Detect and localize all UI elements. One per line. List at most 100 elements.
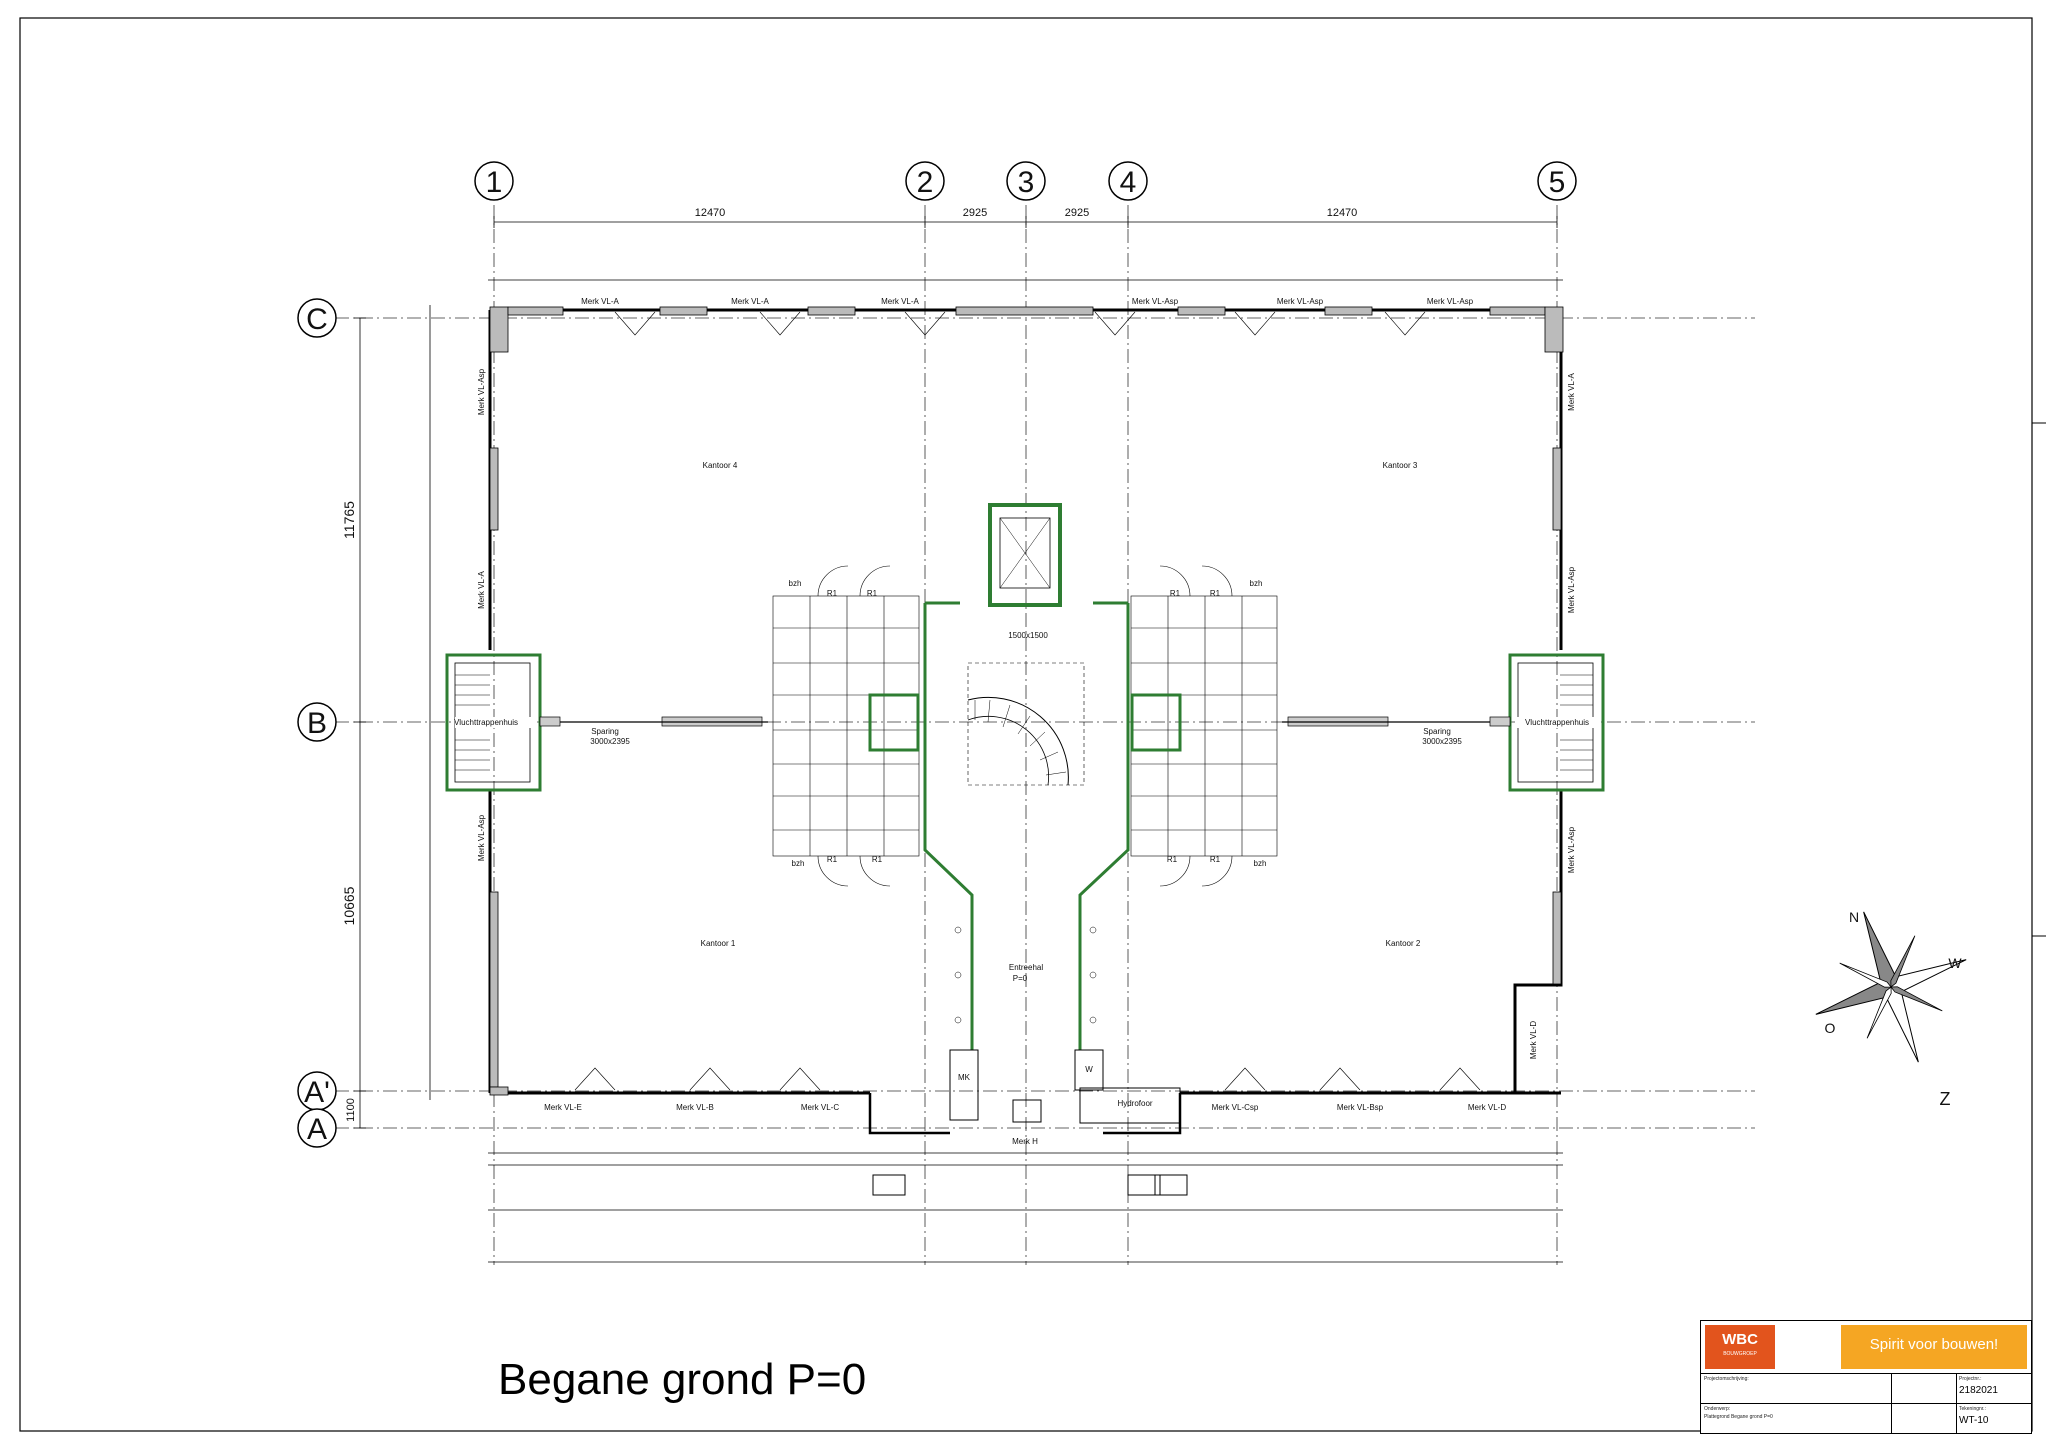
bzh-label-2: bzh <box>792 859 805 868</box>
dim-left-2: 10665 <box>341 886 357 925</box>
bottom-grilles <box>872 1174 1188 1196</box>
window-mark-bottom-2: Merk VL-B <box>676 1103 714 1112</box>
w-label: W <box>1085 1065 1093 1074</box>
window-mark-right-2: Merk VL-Asp <box>1567 566 1576 613</box>
label-project: Projectomschrijving: <box>1704 1376 1749 1382</box>
grid-bubble-1: 1 <box>474 161 514 201</box>
top-wall-piers <box>489 306 1564 1096</box>
title-block: WBC BOUWGROEP Spirit voor bouwen! Projec… <box>1700 1320 2032 1434</box>
bzh-label-1: bzh <box>789 579 802 588</box>
svg-text:B: B <box>307 707 327 740</box>
compass-w: W <box>1948 955 1962 971</box>
entreehal-label: Entreehal <box>1009 963 1043 972</box>
logo-text: WBC <box>1722 1331 1758 1348</box>
window-mark-right-3: Merk VL-Asp <box>1567 826 1576 873</box>
grid-bubble-3: 3 <box>1006 161 1046 201</box>
grid-bubble-A: A <box>297 1108 337 1148</box>
window-mark-bottom-3: Merk VL-C <box>801 1103 839 1112</box>
central-stair <box>967 662 1085 786</box>
label-project-nr: Projectnr.: <box>1959 1376 1982 1382</box>
dim-top-1: 12470 <box>695 207 726 219</box>
r1-label-7: R1 <box>1167 855 1178 864</box>
bzh-label-3: bzh <box>1250 579 1263 588</box>
toilet-block-left <box>772 595 920 857</box>
svg-text:2: 2 <box>917 166 934 199</box>
sheet-border <box>19 17 2033 1432</box>
window-mark-top-1: Merk VL-A <box>581 297 619 306</box>
r1-label-5: R1 <box>1170 589 1181 598</box>
bottom-core-rooms <box>868 1049 1182 1135</box>
svg-text:3: 3 <box>1018 166 1035 199</box>
compass-o: O <box>1825 1020 1836 1036</box>
compass-z: Z <box>1940 1089 1951 1109</box>
label-subject: Onderwerp: <box>1704 1406 1731 1412</box>
r1-label-8: R1 <box>1210 855 1221 864</box>
window-mark-bottom-4: Merk H <box>1012 1137 1038 1146</box>
window-mark-left-1: Merk VL-Asp <box>477 368 486 415</box>
left-dimension-chain <box>354 305 431 1129</box>
kantoor-3-label: Kantoor 3 <box>1383 461 1418 470</box>
sparing-right-size: 3000x2395 <box>1422 737 1462 746</box>
shaft-right <box>1130 693 1182 752</box>
sparing-left-label: Sparing <box>591 727 619 736</box>
core-walls <box>923 601 1130 1050</box>
svg-text:A: A <box>307 1113 327 1146</box>
toilet-block-right <box>1130 595 1278 857</box>
svg-text:C: C <box>306 303 328 336</box>
sparing-left-size: 3000x2395 <box>590 737 630 746</box>
compass-n: N <box>1849 909 1859 925</box>
window-mark-bottom-6: Merk VL-Bsp <box>1337 1103 1384 1112</box>
drawing-number: WT-10 <box>1959 1415 1989 1426</box>
top-dimension-chain <box>488 216 1563 281</box>
grid-bubble-5: 5 <box>1537 161 1577 201</box>
slogan: Spirit voor bouwen! <box>1869 1336 1999 1353</box>
window-mark-top-4: Merk VL-Asp <box>1132 297 1179 306</box>
bzh-label-4: bzh <box>1254 859 1267 868</box>
vluchttrappenhuis-left-label: Vluchttrappenhuis <box>454 718 518 727</box>
sparing-right-label: Sparing <box>1423 727 1451 736</box>
dim-top-4: 12470 <box>1327 207 1358 219</box>
svg-text:1: 1 <box>486 166 503 199</box>
r1-label-1: R1 <box>827 589 838 598</box>
dim-left-3: 1100 <box>345 1098 357 1122</box>
label-tekening: Tekeningnr.: <box>1959 1406 1986 1412</box>
window-mark-right-4: Merk VL-D <box>1529 1021 1538 1059</box>
grid-bubble-2: 2 <box>905 161 945 201</box>
svg-text:5: 5 <box>1549 166 1566 199</box>
window-mark-bottom-5: Merk VL-Csp <box>1212 1103 1259 1112</box>
r1-label-6: R1 <box>1210 589 1221 598</box>
hydrofoor-label: Hydrofoor <box>1117 1099 1152 1108</box>
kantoor-2-label: Kantoor 2 <box>1386 939 1421 948</box>
window-mark-left-3: Merk VL-Asp <box>477 814 486 861</box>
r1-label-4: R1 <box>872 855 883 864</box>
window-mark-left-2: Merk VL-A <box>477 570 486 608</box>
vluchttrappenhuis-right-label: Vluchttrappenhuis <box>1525 718 1589 727</box>
window-mark-right-1: Merk VL-A <box>1567 372 1576 410</box>
lift-shaft <box>988 503 1062 607</box>
window-mark-bottom-1: Merk VL-E <box>544 1103 582 1112</box>
slogan-box: Spirit voor bouwen! <box>1841 1325 2027 1369</box>
grid-bubble-A-prime: A' <box>297 1071 337 1111</box>
corridor-fixtures <box>954 926 1097 1024</box>
dim-left-1: 11765 <box>341 501 357 539</box>
mk-label: MK <box>958 1073 971 1082</box>
r1-label-3: R1 <box>827 855 838 864</box>
grid-bubble-4: 4 <box>1108 161 1148 201</box>
window-mark-bottom-7: Merk VL-D <box>1468 1103 1506 1112</box>
grid-bubble-B: B <box>297 702 337 742</box>
window-mark-top-5: Merk VL-Asp <box>1277 297 1324 306</box>
project-number: 2182021 <box>1959 1385 1998 1396</box>
shaft-left <box>868 693 920 752</box>
window-mark-top-2: Merk VL-A <box>731 297 769 306</box>
logo-sub: BOUWGROEP <box>1723 1351 1757 1357</box>
bottom-dimension-chains <box>488 1152 1563 1263</box>
top-window-swings <box>574 311 1481 1091</box>
svg-text:4: 4 <box>1120 166 1137 199</box>
dim-top-3: 2925 <box>1065 207 1089 219</box>
window-mark-top-3: Merk VL-A <box>881 297 919 306</box>
entreehal-level: P=0 <box>1013 974 1028 983</box>
lift-size-label: 1500x1500 <box>1008 631 1048 640</box>
grid-bubble-C: C <box>297 298 337 338</box>
wbc-logo: WBC BOUWGROEP <box>1705 1325 1775 1369</box>
